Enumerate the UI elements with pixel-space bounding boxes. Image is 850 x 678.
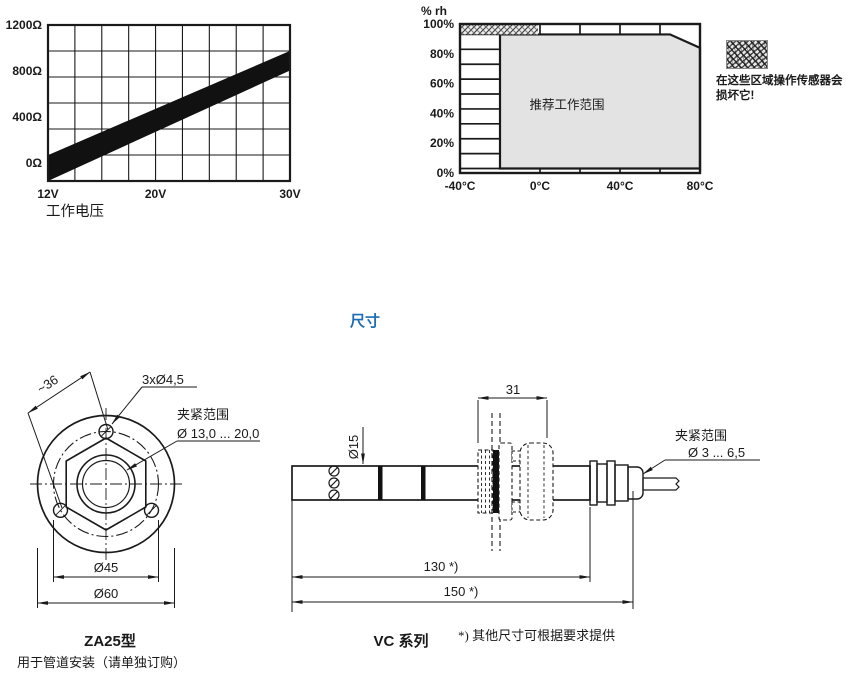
y-tick-label: 40% bbox=[430, 106, 454, 120]
bolt-circle-label: Ø45 bbox=[94, 560, 119, 575]
vc-probe-drawing: 31 Ø15 夹紧范围 Ø 3 ... 6,5 130 *) 150 *) bbox=[291, 382, 760, 612]
dim-36-label: ~36 bbox=[34, 372, 61, 397]
leader-clamp bbox=[126, 440, 260, 471]
outer-dia-label: Ø60 bbox=[94, 586, 119, 601]
za25-labels: ~36 3xØ4,5 夹紧范围 Ø 13,0 ... 20,0 Ø45 Ø60 bbox=[34, 372, 259, 601]
za25-title: ZA25型 bbox=[84, 633, 136, 650]
damage-zone-hatch bbox=[461, 25, 538, 35]
za25-subtitle: 用于管道安装（请单独订购） bbox=[17, 655, 187, 670]
dia15-label: Ø15 bbox=[346, 435, 361, 460]
vent-holes bbox=[328, 465, 340, 501]
holes-label: 3xØ4,5 bbox=[142, 372, 184, 387]
dimension-footnote: *) 其他尺寸可根据要求提供 bbox=[458, 628, 616, 643]
y-tick-label: 800Ω bbox=[12, 64, 42, 78]
len-130-label: 130 *) bbox=[424, 559, 459, 574]
x-axis-title: 工作电压 bbox=[46, 203, 104, 220]
damage-warning-block: 在这些区域操作传感器会损坏它! bbox=[716, 40, 848, 103]
dim-36 bbox=[27, 371, 109, 509]
y-tick-label: 0Ω bbox=[26, 156, 43, 170]
za25-flange-drawing: ~36 3xØ4,5 夹紧范围 Ø 13,0 ... 20,0 Ø45 Ø60 bbox=[27, 371, 260, 608]
leader-holes bbox=[111, 386, 197, 425]
y-tick-label: 400Ω bbox=[12, 110, 42, 124]
damage-warning-text: 在这些区域操作传感器会损坏它! bbox=[716, 75, 843, 102]
plot-frame bbox=[458, 22, 702, 175]
y-tick-label: 0% bbox=[437, 166, 455, 180]
plot-frame bbox=[46, 23, 292, 183]
resistance-tolerance-band bbox=[48, 50, 290, 182]
y-tick-label: 60% bbox=[430, 77, 454, 91]
x-tick-label: 12V bbox=[37, 187, 58, 201]
recommended-range-region bbox=[498, 33, 702, 170]
dim-130 bbox=[291, 500, 591, 612]
leader-gland-clamp bbox=[642, 459, 760, 475]
y-tick-label: 80% bbox=[430, 47, 454, 61]
dim-60 bbox=[37, 548, 175, 608]
y-tick-label: 20% bbox=[430, 136, 454, 150]
operating-voltage-chart: 1200Ω 800Ω 400Ω 0Ω 12V 20V 30V 工作电压 bbox=[6, 18, 301, 220]
clamp-range-label: Ø 13,0 ... 20,0 bbox=[177, 426, 259, 441]
gland-clamp-range: Ø 3 ... 6,5 bbox=[688, 445, 745, 460]
y-tick-label: 100% bbox=[423, 17, 454, 31]
dimensions-section-title: 尺寸 bbox=[350, 313, 381, 330]
x-tick-label: 40°C bbox=[607, 179, 634, 193]
x-tick-label: 80°C bbox=[687, 179, 714, 193]
x-tick-label: 20V bbox=[145, 187, 166, 201]
x-tick-label: 0°C bbox=[530, 179, 550, 193]
dim-31 bbox=[477, 396, 548, 443]
dim-150 bbox=[291, 491, 634, 609]
cable-gland bbox=[589, 460, 680, 506]
vc-title: VC 系列 bbox=[373, 633, 429, 650]
y-tick-label: 1200Ω bbox=[6, 18, 43, 32]
cross-hatch-legend-swatch bbox=[726, 40, 768, 69]
za25-geometry bbox=[27, 371, 260, 608]
gland-clamp-title: 夹紧范围 bbox=[675, 428, 727, 443]
y-axis-title: % rh bbox=[421, 4, 447, 18]
recommended-range-label: 推荐工作范围 bbox=[529, 98, 604, 112]
len-150-label: 150 *) bbox=[444, 584, 479, 599]
vc-labels: 31 Ø15 夹紧范围 Ø 3 ... 6,5 130 *) 150 *) bbox=[346, 382, 745, 599]
x-tick-label: -40°C bbox=[445, 179, 476, 193]
vc-geometry bbox=[291, 396, 760, 612]
x-tick-label: 30V bbox=[279, 187, 300, 201]
clamp-title-label: 夹紧范围 bbox=[177, 407, 229, 422]
thread-collar bbox=[477, 449, 494, 514]
fitting-len-label: 31 bbox=[506, 382, 520, 397]
dim-45 bbox=[53, 520, 159, 582]
